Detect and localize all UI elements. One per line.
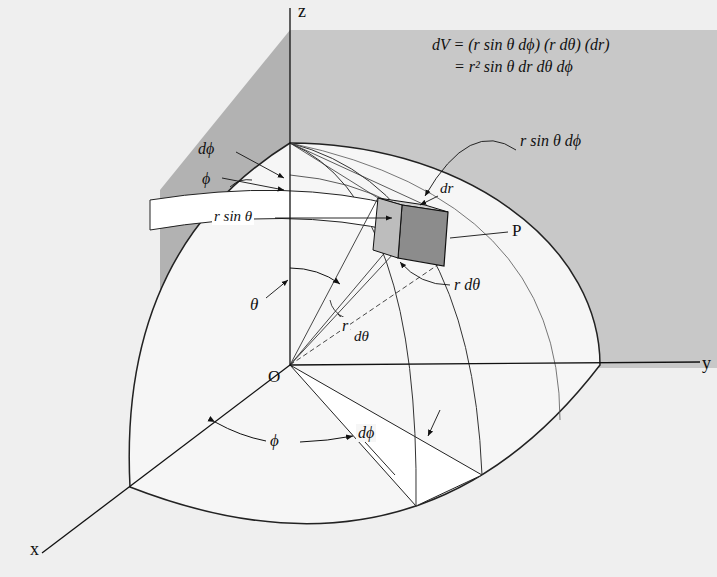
axis-label: dϕ — [196, 140, 216, 158]
axis-label: r dθ — [452, 276, 482, 294]
axis-label: O — [266, 368, 282, 387]
axis-label: θ — [248, 296, 260, 315]
axis-label: ϕ — [268, 432, 281, 451]
axis-label: r sin θ dϕ — [518, 132, 583, 150]
axis-label: y — [700, 354, 713, 374]
axis-label: dθ — [352, 328, 371, 345]
axis-label: z — [296, 2, 308, 22]
axis-label: ϕ — [200, 170, 212, 188]
axis-label: dV = (r sin θ dϕ) (r dθ) (dr) — [430, 36, 612, 54]
axis-label: r — [340, 317, 350, 335]
axis-label: r sin θ — [212, 208, 254, 225]
axis-label: = r² sin θ dr dθ dϕ — [452, 58, 575, 76]
axis-label: dr — [438, 180, 455, 197]
axis-label: x — [28, 540, 41, 560]
axis-label: dϕ — [356, 424, 376, 442]
axis-label: P — [510, 222, 523, 241]
